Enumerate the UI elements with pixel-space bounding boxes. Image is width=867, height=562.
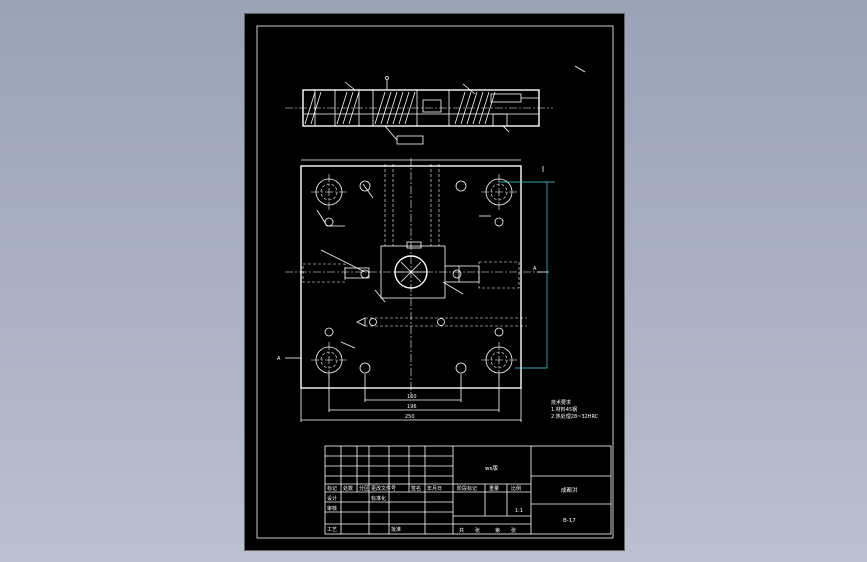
row-design-label: 设计 [327,495,337,502]
sheet-info-2: 第 [495,527,500,534]
row-standard-label: 标准化 [371,495,386,502]
title-block [324,445,612,535]
col-header-4: 签名 [411,485,421,492]
company-name: 成都洪 [561,486,578,494]
dim-inner: 160 [407,394,417,400]
col-header-5: 年月日 [427,485,442,492]
row-approve-label: 批准 [391,526,401,533]
scale-value: 1:1 [515,508,523,514]
col-header-1: 处数 [343,485,353,492]
cooling-channel [499,181,548,369]
cad-drawing: 160 196 250 A A 技术要求 1.材料45钢 2.热处理28~32H… [256,25,614,539]
note-1: 1.材料45钢 [551,406,577,413]
col-header-3: 更改文件号 [371,485,396,492]
drawing-sheet: 160 196 250 A A 技术要求 1.材料45钢 2.热处理28~32H… [244,13,625,551]
stage-header-0: 阶段标记 [457,485,477,492]
row-review-label: 审核 [327,505,337,512]
part-name: ws版 [485,464,498,472]
note-2: 2.热处理28~32HRC [551,413,599,420]
section-view [285,65,586,145]
section-label-right: A [533,266,537,272]
dim-mid: 196 [407,404,417,410]
plan-view [285,158,555,422]
row-process-label: 工艺 [327,527,337,533]
sheet-info-1: 张 [475,527,480,534]
section-label-left: A [277,356,281,362]
stage-header-1: 重量 [489,485,499,492]
drawing-frame [256,25,614,539]
sheet-info-0: 共 [459,527,464,534]
col-header-2: 分区 [359,485,369,492]
drawing-number: B-17 [563,518,576,524]
col-header-0: 标记 [327,485,337,492]
note-title: 技术要求 [551,399,571,406]
dim-overall: 250 [405,414,415,420]
sheet-info-3: 张 [511,527,516,534]
stage-header-2: 比例 [511,485,521,492]
